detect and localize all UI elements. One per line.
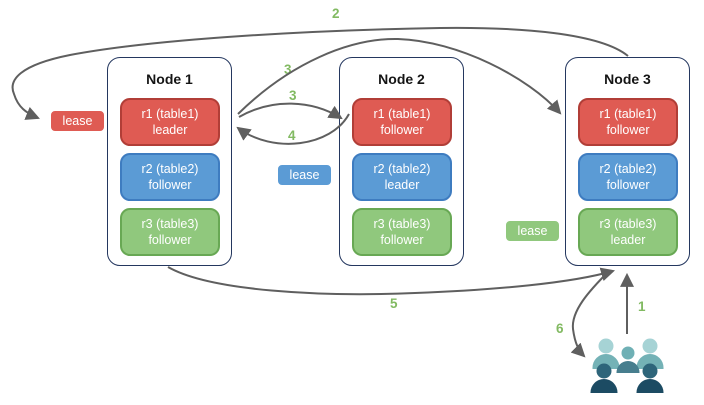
node-2-replica-r1: r1 (table1) follower <box>352 98 452 146</box>
arrow-step2 <box>11 26 629 120</box>
node-2-replica-r3: r3 (table3) follower <box>352 208 452 256</box>
replica-name: r3 (table3) <box>373 216 431 231</box>
replica-role: leader <box>152 123 188 137</box>
replica-name: r1 (table1) <box>599 106 657 121</box>
replica-name: r3 (table3) <box>141 216 199 231</box>
node-2-title: Node 2 <box>378 71 425 87</box>
replica-role: follower <box>380 123 424 137</box>
replica-role: follower <box>148 178 192 192</box>
replica-name: r2 (table2) <box>141 161 199 176</box>
node-3: Node 3 r1 (table1) follower r2 (table2) … <box>565 57 690 266</box>
arrow-step6-reply <box>570 270 610 358</box>
node-1: Node 1 r1 (table1) leader r2 (table2) fo… <box>107 57 232 266</box>
step-label-4: 4 <box>288 128 296 143</box>
node-1-replica-r3: r3 (table3) follower <box>120 208 220 256</box>
step-label-6: 6 <box>556 321 564 336</box>
replica-name: r2 (table2) <box>599 161 657 176</box>
lease-tag-table3: lease <box>505 220 560 242</box>
node-3-replica-r1: r1 (table1) follower <box>578 98 678 146</box>
node-3-replica-r3: r3 (table3) leader <box>578 208 678 256</box>
step-label-2: 2 <box>332 6 340 21</box>
replica-role: leader <box>610 233 646 247</box>
step-label-3b: 3 <box>289 88 297 103</box>
lease-tag-table2: lease <box>277 164 332 186</box>
step-label-3a: 3 <box>284 62 292 77</box>
replica-role: follower <box>380 233 424 247</box>
step-label-5: 5 <box>390 296 398 311</box>
node-3-replica-r2: r2 (table2) follower <box>578 153 678 201</box>
arrow-step5-response <box>167 266 616 296</box>
lease-tag-table1: lease <box>50 110 105 132</box>
replica-role: follower <box>606 123 650 137</box>
node-1-replica-r1: r1 (table1) leader <box>120 98 220 146</box>
node-3-title: Node 3 <box>604 71 651 87</box>
replica-name: r1 (table1) <box>141 106 199 121</box>
replica-name: r2 (table2) <box>373 161 431 176</box>
node-2: Node 2 r1 (table1) follower r2 (table2) … <box>339 57 464 266</box>
replica-role: leader <box>384 178 420 192</box>
replica-role: follower <box>606 178 650 192</box>
node-1-title: Node 1 <box>146 71 193 87</box>
node-2-replica-r2: r2 (table2) leader <box>352 153 452 201</box>
users-group-icon <box>590 338 664 393</box>
arrow-step3-to-node2 <box>238 102 343 120</box>
replica-name: r3 (table3) <box>599 216 657 231</box>
node-1-replica-r2: r2 (table2) follower <box>120 153 220 201</box>
replica-role: follower <box>148 233 192 247</box>
step-label-1: 1 <box>638 299 646 314</box>
replica-name: r1 (table1) <box>373 106 431 121</box>
